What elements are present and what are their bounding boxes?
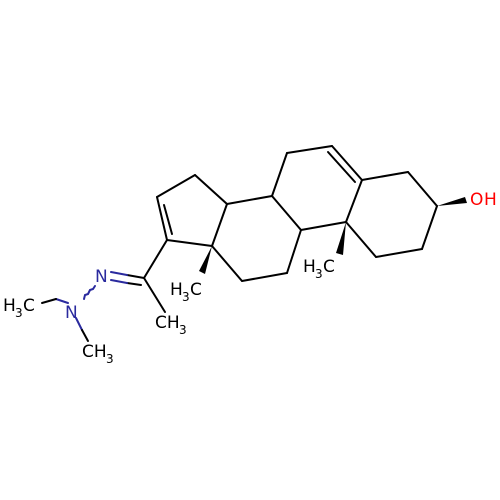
bond xyxy=(226,195,273,205)
bond xyxy=(156,174,196,198)
bond xyxy=(421,205,438,250)
bond xyxy=(300,221,347,231)
bond xyxy=(166,239,213,247)
bond xyxy=(331,145,363,181)
methyl-c13-main: H xyxy=(170,280,183,300)
hydrazone-bonds xyxy=(41,271,145,342)
bond xyxy=(286,229,302,274)
n-methyl-left-tail: C xyxy=(23,296,35,316)
methyl-c13-tail: C xyxy=(190,280,202,300)
bond xyxy=(211,203,228,247)
amine-nitrogen-label: N xyxy=(65,303,78,323)
bond xyxy=(271,152,288,197)
atom-labels: O H H 3 C H 3 C CH 3 N N H 3 C CH 3 xyxy=(3,190,497,366)
bond xyxy=(110,271,128,276)
bond xyxy=(271,195,302,231)
hydrogen-label: H xyxy=(484,190,497,210)
methyl-c10-tail: C xyxy=(323,257,335,277)
methyl-c21-main: CH xyxy=(155,313,180,333)
bond xyxy=(156,196,168,241)
bond xyxy=(126,274,145,279)
bond xyxy=(375,248,423,258)
bond xyxy=(143,239,168,279)
bond xyxy=(361,171,409,181)
bond xyxy=(143,277,166,313)
bond xyxy=(126,282,142,286)
bond xyxy=(194,174,228,205)
stereo-wedges xyxy=(199,197,467,274)
n-methyl-right-main: CH xyxy=(82,342,107,362)
bond xyxy=(407,171,438,207)
bond xyxy=(327,151,356,183)
n-methyl-left-sub: 3 xyxy=(15,306,23,320)
methyl-c21-sub: 3 xyxy=(179,323,187,337)
bond xyxy=(41,298,57,304)
wavy-bond xyxy=(83,285,96,300)
bond xyxy=(110,279,128,284)
wedge-bond xyxy=(199,246,212,274)
bond xyxy=(81,329,89,342)
bond xyxy=(345,221,377,258)
n-methyl-right-sub: 3 xyxy=(106,352,114,366)
wedge-bond xyxy=(437,197,467,206)
wedge-bond xyxy=(336,222,346,255)
bond xyxy=(345,179,363,223)
methyl-c10-main: H xyxy=(303,257,316,277)
imine-nitrogen-label: N xyxy=(95,267,108,287)
bond xyxy=(55,298,69,304)
oxygen-label: O xyxy=(470,190,483,210)
bond xyxy=(211,245,243,282)
methyl-c13-sub: 3 xyxy=(182,290,190,304)
bond xyxy=(163,204,173,235)
n-methyl-left-main: H xyxy=(3,296,16,316)
bond xyxy=(75,317,83,331)
methyl-c10-sub: 3 xyxy=(315,267,323,281)
bond xyxy=(241,272,288,282)
bond xyxy=(286,145,333,154)
carbon-skeleton xyxy=(143,145,438,313)
